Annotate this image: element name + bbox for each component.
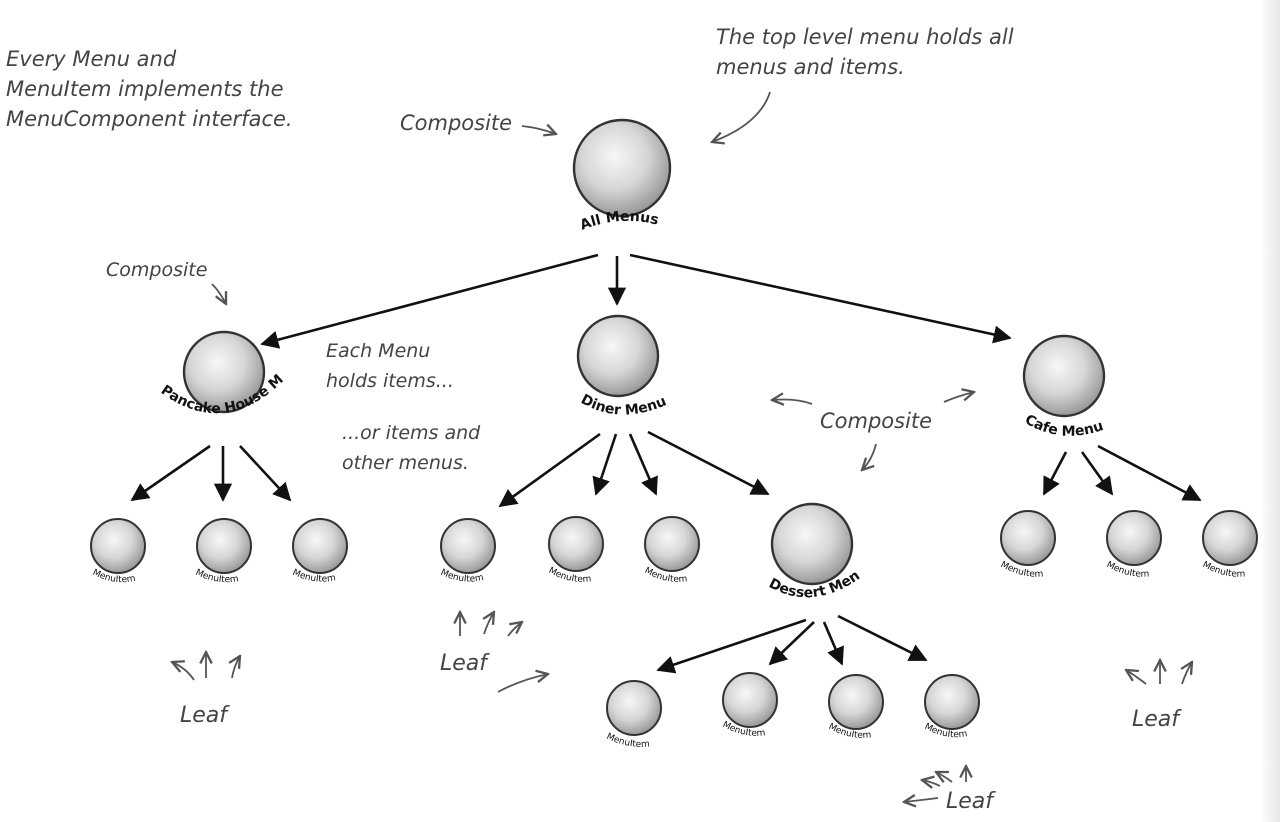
pointer-arrow bbox=[1126, 670, 1147, 685]
note-line-2: other menus. bbox=[342, 452, 469, 474]
arrow-dessert-to-item-1 bbox=[656, 618, 807, 674]
leaf-node bbox=[440, 518, 496, 574]
node-all-menus: All Menus bbox=[572, 118, 672, 234]
leaf-node bbox=[90, 518, 146, 574]
note-line-2: menus and items. bbox=[716, 55, 905, 79]
leaf-nodes bbox=[90, 510, 1258, 736]
leaf-label-dessert: Leaf bbox=[946, 789, 996, 814]
arrow-cafe-to-item-3 bbox=[1097, 444, 1202, 502]
leaf-node bbox=[722, 672, 778, 728]
leaf-node bbox=[548, 516, 604, 572]
pointer-arrow bbox=[521, 126, 556, 134]
leaf-label-diner: Leaf bbox=[440, 651, 490, 676]
pointer-arrow bbox=[772, 400, 813, 405]
note-or-items: ...or items and other menus. bbox=[342, 418, 480, 478]
pointer-arrow bbox=[712, 91, 771, 142]
node-pancake-house-menu: Pancake House Menu bbox=[0, 0, 287, 417]
note-menu-component: Every Menu and MenuItem implements the M… bbox=[6, 44, 293, 134]
leaf-node bbox=[644, 516, 700, 572]
svg-text:Dessert Menu: Dessert Menu bbox=[0, 0, 863, 601]
leaf-labels: MenuItem MenuItem MenuItem MenuItem Menu… bbox=[91, 560, 1246, 750]
note-line-1: Every Menu and bbox=[6, 47, 177, 71]
pointer-arrow bbox=[1182, 662, 1192, 685]
pointer-arrow bbox=[943, 392, 974, 403]
pointer-arrow bbox=[172, 662, 195, 681]
arrow-cafe-to-item-2 bbox=[1080, 451, 1114, 496]
page-edge-shadow bbox=[1260, 0, 1280, 822]
node-label-dessert: Dessert Menu bbox=[0, 0, 863, 601]
arrow-root-to-pancake bbox=[260, 253, 599, 349]
note-line-2: MenuItem implements the bbox=[6, 77, 284, 101]
note-each-menu: Each Menu holds items... bbox=[326, 336, 454, 396]
arrow-diner-to-item-3 bbox=[628, 433, 658, 496]
leaf-node bbox=[1202, 510, 1258, 566]
note-line-1: The top level menu holds all bbox=[716, 25, 1014, 49]
node-cafe-menu: Cafe Menu bbox=[1022, 334, 1105, 440]
leaf-node bbox=[1000, 510, 1056, 566]
annotation-arrows bbox=[172, 91, 1192, 802]
arrow-dessert-to-item-4 bbox=[837, 614, 928, 662]
pointer-arrow bbox=[936, 772, 953, 782]
leaf-node bbox=[292, 518, 348, 574]
note-line-2: holds items... bbox=[326, 370, 454, 392]
arrow-diner-to-dessert bbox=[647, 430, 770, 496]
arrow-pancake-to-item-1 bbox=[130, 444, 211, 502]
pointer-arrow bbox=[507, 622, 522, 637]
arrow-cafe-to-item-1 bbox=[1042, 451, 1068, 496]
arrow-root-to-cafe bbox=[629, 253, 1012, 344]
leaf-label-pancake: Leaf bbox=[180, 703, 230, 728]
pointer-arrow bbox=[211, 283, 226, 304]
composite-label-pancake: Composite bbox=[106, 259, 207, 281]
pointer-arrow bbox=[922, 780, 941, 786]
leaf-node bbox=[1106, 510, 1162, 566]
leaf-node bbox=[196, 518, 252, 574]
leaf-node bbox=[828, 674, 884, 730]
arrow-dessert-to-item-3 bbox=[822, 621, 844, 666]
arrow-diner-to-item-2 bbox=[592, 433, 618, 496]
composite-label-root: Composite bbox=[400, 111, 512, 135]
leaf-node bbox=[924, 674, 980, 730]
note-line-1: Each Menu bbox=[326, 340, 431, 362]
composite-label-shared: Composite bbox=[820, 409, 932, 433]
note-line-3: MenuComponent interface. bbox=[6, 107, 293, 131]
leaf-node bbox=[606, 680, 662, 736]
pointer-arrow bbox=[497, 674, 548, 693]
pointer-arrow bbox=[862, 443, 877, 470]
pointer-arrow bbox=[232, 656, 240, 679]
node-dessert-menu: Dessert Menu bbox=[0, 0, 863, 601]
arrow-dessert-to-item-2 bbox=[768, 621, 815, 666]
arrow-pancake-to-item-3 bbox=[239, 445, 292, 502]
leaf-label-cafe: Leaf bbox=[1132, 707, 1182, 732]
node-diner-menu: Diner Menu bbox=[576, 314, 669, 419]
tree-arrows bbox=[130, 253, 1202, 674]
note-top-level: The top level menu holds all menus and i… bbox=[716, 22, 1014, 82]
pointer-arrow bbox=[904, 798, 939, 802]
pointer-arrow bbox=[484, 612, 494, 635]
arrow-diner-to-item-1 bbox=[498, 432, 601, 508]
note-line-1: ...or items and bbox=[342, 422, 481, 444]
